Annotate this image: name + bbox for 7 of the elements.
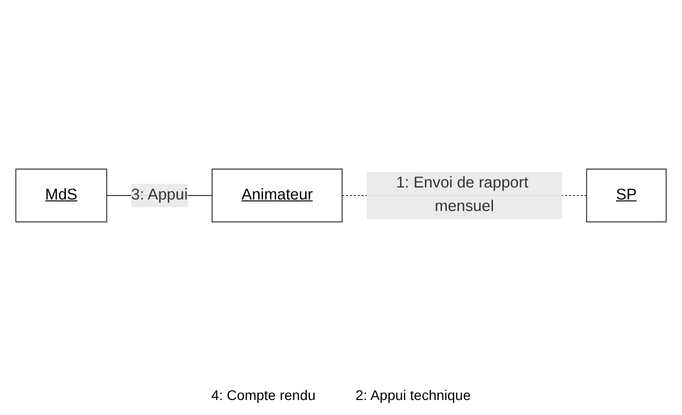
message-label: 4: Compte rendu — [211, 387, 316, 403]
node-box: SP — [586, 168, 667, 222]
edge-label: 3: Appui — [131, 186, 188, 204]
message-label: 2: Appui technique — [356, 387, 471, 403]
node-box: MdS — [15, 168, 108, 222]
edge-label: 1: Envoi de rapport mensuel — [396, 174, 528, 216]
node-box: Animateur — [212, 168, 343, 222]
